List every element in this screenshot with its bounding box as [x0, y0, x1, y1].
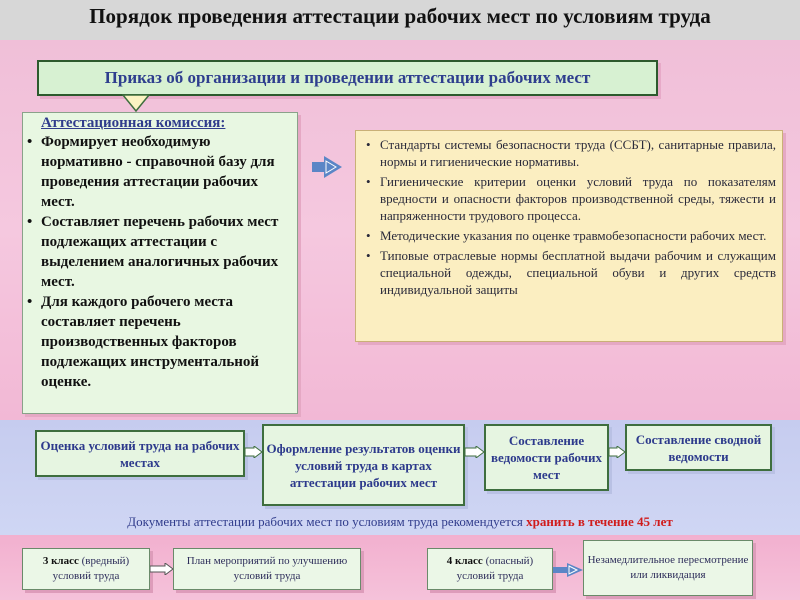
flow-step-label: Оформление результатов оценки условий тр…	[266, 440, 461, 490]
commission-item: • Формирует необходимую нормативно - спр…	[23, 132, 293, 212]
document-item-text: Стандарты системы безопасности труда (СС…	[380, 137, 776, 169]
bullet-icon: •	[366, 228, 371, 243]
class-3-box: 3 класс (вредный) условий труда	[22, 548, 150, 590]
flow-step-label: Оценка условий труда на рабочих местах	[40, 437, 240, 470]
document-item: • Типовые отраслевые нормы бесплатной вы…	[356, 247, 776, 298]
bullet-icon: •	[366, 174, 371, 189]
documents-box: • Стандарты системы безопасности труда (…	[355, 130, 783, 342]
commission-item-text: Составляет перечень рабочих мест подлежа…	[41, 214, 279, 290]
document-item: • Гигиенические критерии оценки условий …	[356, 173, 776, 224]
flow-step-cards: Оформление результатов оценки условий тр…	[262, 424, 465, 506]
commission-item-text: Формирует необходимую нормативно - справ…	[41, 134, 275, 210]
right-arrow-icon	[245, 446, 262, 458]
right-arrow-icon	[553, 563, 583, 577]
page-title: Порядок проведения аттестации рабочих ме…	[89, 4, 711, 28]
class-4-label: 4 класс	[446, 555, 483, 567]
commission-item: • Составляет перечень рабочих мест подле…	[23, 212, 293, 292]
improvement-plan-label: План мероприятий по улучшению условий тр…	[186, 555, 348, 582]
commission-title: Аттестационная комиссия:	[41, 115, 226, 131]
commission-box: Аттестационная комиссия: • Формирует нео…	[22, 112, 298, 414]
order-box: Приказ об организации и проведении аттес…	[37, 60, 658, 96]
right-arrow-icon	[150, 563, 173, 575]
commission-item: • Для каждого рабочего места составляет …	[23, 292, 293, 392]
document-item: • Методические указания по оценке травмо…	[356, 227, 776, 244]
bullet-icon: •	[366, 248, 371, 263]
class-3-description: (вредный) условий труда	[52, 555, 130, 582]
document-item-text: Методические указания по оценке травмобе…	[380, 228, 767, 243]
class-3-label: 3 класс	[42, 555, 79, 567]
right-arrow-icon	[312, 156, 342, 178]
flow-step-summary: Составление сводной ведомости	[625, 424, 772, 471]
flow-step-label: Составление сводной ведомости	[635, 431, 762, 464]
improvement-plan-box: План мероприятий по улучшению условий тр…	[173, 548, 361, 590]
bullet-icon: •	[27, 214, 33, 230]
class-4-description: (опасный) условий труда	[456, 555, 534, 582]
down-arrow-icon	[122, 94, 150, 112]
immediate-review-box: Незамедлительное пересмотрение или ликви…	[583, 540, 753, 596]
storage-note: Документы аттестации рабочих мест по усл…	[0, 514, 800, 530]
storage-note-text: Документы аттестации рабочих мест по усл…	[127, 514, 527, 529]
document-item: • Стандарты системы безопасности труда (…	[356, 136, 776, 170]
right-arrow-icon	[609, 446, 625, 458]
right-arrow-icon	[465, 446, 484, 458]
document-item-text: Типовые отраслевые нормы бесплатной выда…	[380, 248, 776, 297]
commission-item-text: Для каждого рабочего места составляет пе…	[41, 294, 260, 390]
flow-step-label: Составление ведомости рабочих мест	[490, 433, 603, 482]
bullet-icon: •	[366, 137, 371, 152]
flow-step-statement: Составление ведомости рабочих мест	[484, 424, 609, 491]
bullet-icon: •	[27, 134, 33, 150]
flow-step-assessment: Оценка условий труда на рабочих местах	[35, 430, 245, 477]
immediate-review-label: Незамедлительное пересмотрение или ликви…	[587, 554, 749, 581]
storage-highlight: хранить в течение 45 лет	[526, 514, 673, 529]
document-item-text: Гигиенические критерии оценки условий тр…	[380, 174, 776, 223]
bullet-icon: •	[27, 294, 33, 310]
class-4-box: 4 класс (опасный) условий труда	[427, 548, 553, 590]
title-band	[0, 0, 800, 40]
